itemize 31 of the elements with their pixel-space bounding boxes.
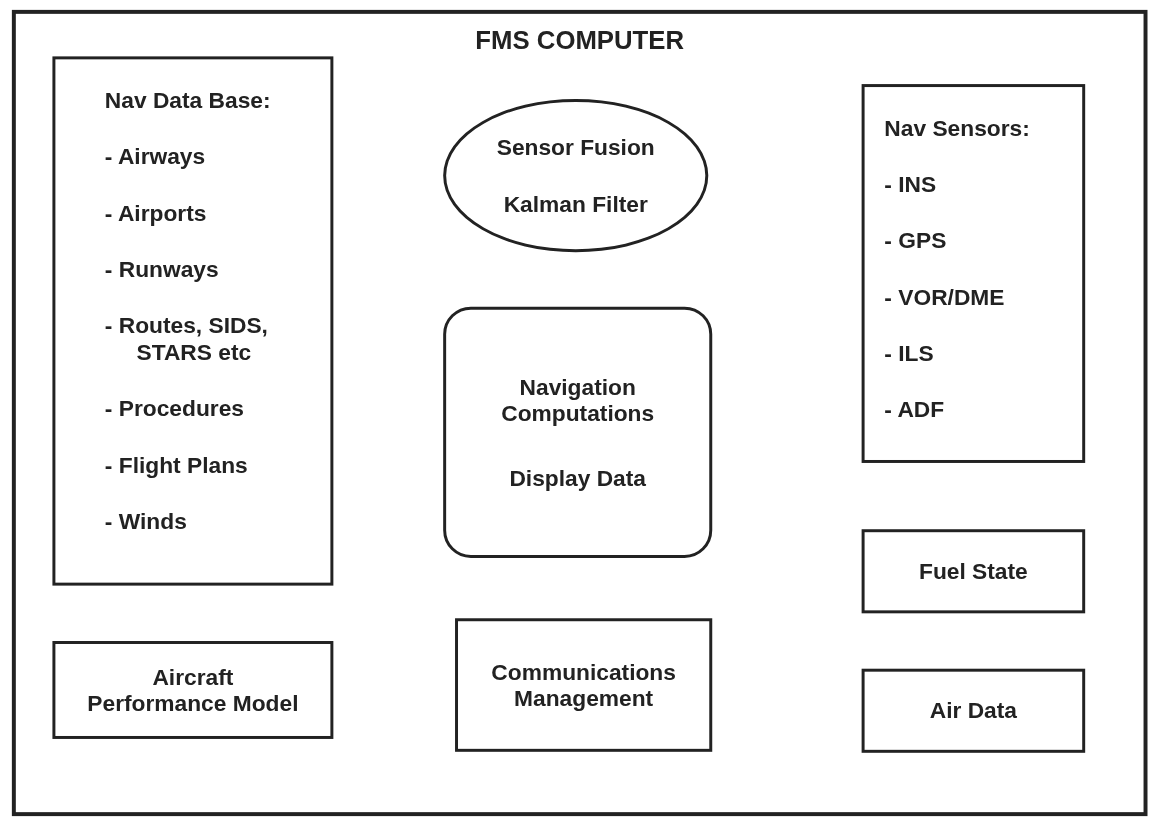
node-label: Navigation Computations <box>500 373 656 427</box>
node-label: Fuel State <box>919 557 1028 585</box>
list-item: - Airports <box>104 199 208 227</box>
process-box <box>455 618 713 752</box>
node-label: Communications Management <box>490 658 677 712</box>
list-item: - Flight Plans <box>104 452 249 479</box>
list-heading: Nav Sensors: <box>884 114 1031 142</box>
node-label: Air Data <box>929 697 1017 725</box>
process-box <box>52 641 334 739</box>
list-item: - Runways <box>104 256 220 283</box>
list-item: - VOR/DME <box>884 283 1006 311</box>
node-label: Kalman Filter <box>503 190 648 218</box>
node-label: Aircraft Performance Model <box>86 663 300 717</box>
list-item: - ILS <box>884 340 935 367</box>
list-item: - Airways <box>104 143 207 171</box>
node-label: FMS COMPUTER <box>475 27 684 55</box>
list-item: - Procedures <box>104 395 245 423</box>
process-box <box>861 529 1086 614</box>
list-item: - INS <box>884 171 938 198</box>
list-item: - Winds <box>104 508 188 536</box>
list-box <box>861 84 1086 463</box>
node-label: Sensor Fusion <box>496 134 655 161</box>
list-box <box>52 56 334 586</box>
outer-frame <box>11 9 1148 817</box>
list-item: - Routes, SIDS, STARS etc <box>104 312 269 366</box>
rounded-box <box>443 306 713 558</box>
process-box <box>861 668 1086 753</box>
list-item: - ADF <box>884 396 946 424</box>
list-heading: Nav Data Base: <box>104 87 272 114</box>
list-item: - GPS <box>884 227 948 255</box>
node-label: Display Data <box>509 464 646 492</box>
